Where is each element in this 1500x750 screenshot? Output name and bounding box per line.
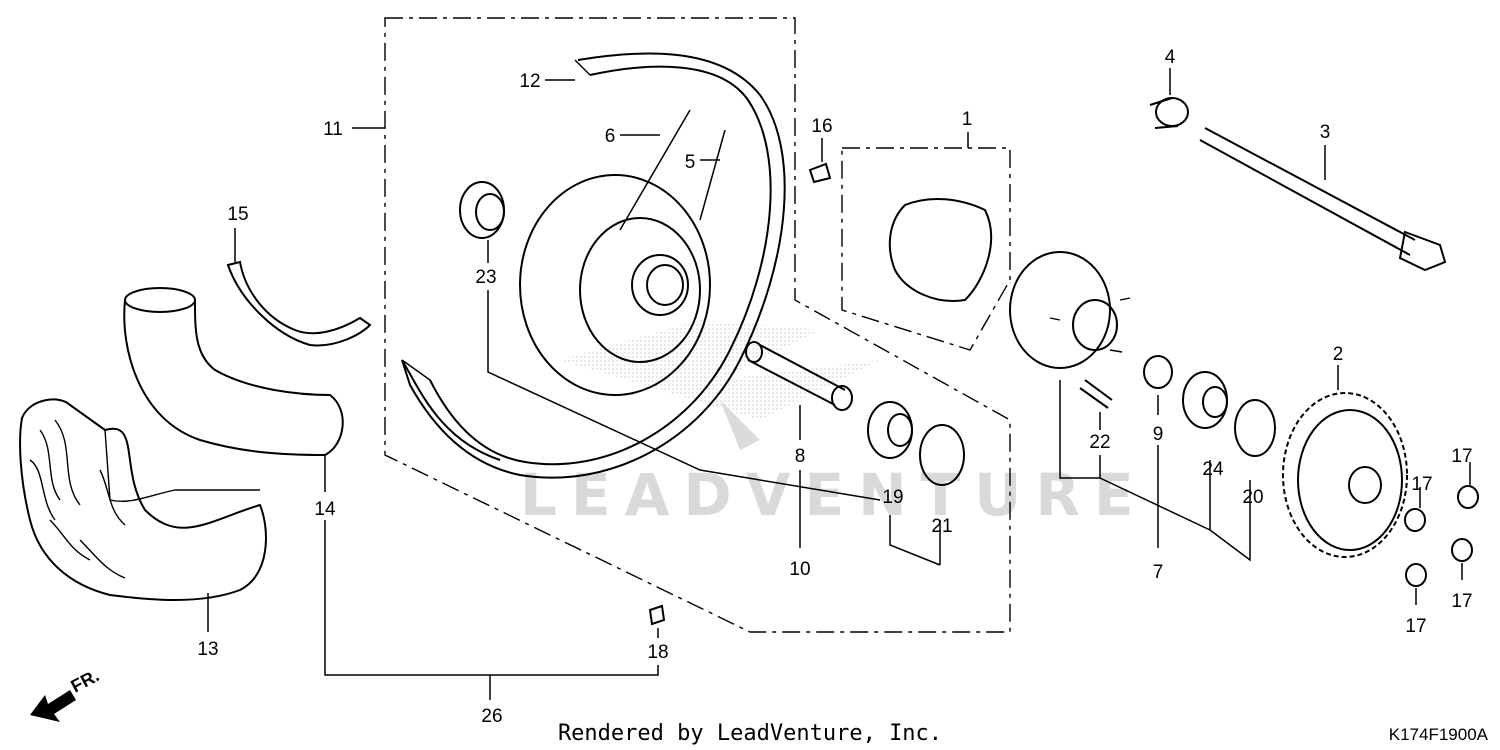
collar-9 xyxy=(1143,355,1173,389)
callout-20: 20 xyxy=(1242,487,1263,508)
axle-3 xyxy=(1199,127,1447,272)
sprocket-2 xyxy=(1282,392,1408,558)
watermark-text: LEADVENTURE xyxy=(520,461,1148,529)
stud-22 xyxy=(1079,379,1113,409)
bearing-19 xyxy=(867,401,913,459)
valve-cap-16 xyxy=(808,162,832,184)
hub-and-spokes xyxy=(519,109,726,396)
damper-1 xyxy=(888,197,993,302)
tube-part xyxy=(123,287,344,457)
callout-3: 3 xyxy=(1320,122,1331,143)
callout-6: 6 xyxy=(605,126,616,147)
callout-21: 21 xyxy=(931,516,952,537)
tire-part xyxy=(19,398,267,601)
bearing-24 xyxy=(1182,371,1228,429)
callout-10: 10 xyxy=(789,559,810,580)
seal-20 xyxy=(1234,399,1276,457)
nut-17 xyxy=(1404,485,1479,587)
callout-11: 11 xyxy=(323,119,343,140)
callout-19: 19 xyxy=(882,487,903,508)
callout-14: 14 xyxy=(314,499,336,520)
callout-17-a: 17 xyxy=(1451,446,1472,467)
rim-band-part xyxy=(226,260,372,347)
callout-22: 22 xyxy=(1089,432,1110,453)
callout-8: 8 xyxy=(795,446,806,467)
callout-5: 5 xyxy=(685,152,696,173)
callout-18: 18 xyxy=(647,642,668,663)
front-direction-arrow-icon: FR. xyxy=(30,665,102,722)
callout-4: 4 xyxy=(1165,47,1176,68)
callout-7: 7 xyxy=(1153,562,1164,583)
seal-21 xyxy=(919,424,965,486)
collar-8 xyxy=(745,341,853,411)
callout-23: 23 xyxy=(475,267,496,288)
callout-16: 16 xyxy=(811,116,832,137)
callout-26: 26 xyxy=(481,706,502,727)
render-credit: Rendered by LeadVenture, Inc. xyxy=(558,721,942,746)
callout-9: 9 xyxy=(1153,424,1164,445)
leader-lines xyxy=(207,68,1471,700)
watermark-logo xyxy=(560,320,880,450)
direction-label: FR. xyxy=(67,665,102,696)
damper-kit-outline xyxy=(841,147,1011,351)
callout-12: 12 xyxy=(519,71,540,92)
bearing-23 xyxy=(459,181,505,239)
callout-17-d: 17 xyxy=(1405,616,1426,637)
wheel-assembly-outline xyxy=(384,17,1011,633)
callout-24: 24 xyxy=(1202,459,1224,480)
flange-7 xyxy=(1009,251,1131,369)
callout-17-c: 17 xyxy=(1451,591,1472,612)
diagram-code: K174F1900A xyxy=(1389,725,1489,744)
callout-15: 15 xyxy=(227,204,248,225)
callout-17-b: 17 xyxy=(1411,474,1432,495)
collar-4 xyxy=(1149,97,1189,129)
callout-2: 2 xyxy=(1333,344,1344,365)
valve-18 xyxy=(648,604,666,626)
callout-13: 13 xyxy=(197,639,218,660)
callout-1: 1 xyxy=(962,109,973,130)
rim-part xyxy=(401,52,786,479)
